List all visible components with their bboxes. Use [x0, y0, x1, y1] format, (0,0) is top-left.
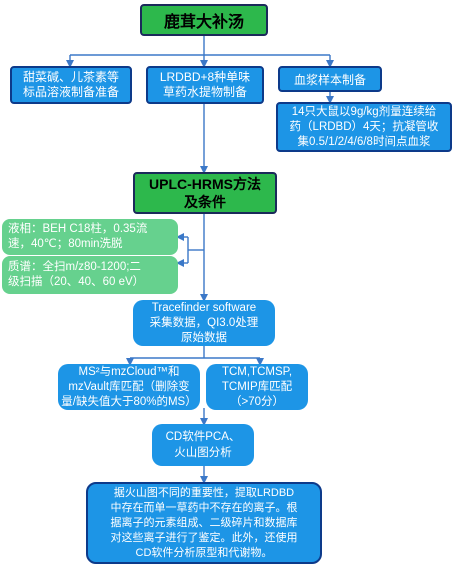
analysis-label: CD软件PCA、 火山图分析: [165, 431, 241, 459]
conclusion-label: 据火山图不同的重要性，提取LRDBD 中存在而单一草药中不存在的离子。根 据离子…: [110, 486, 298, 559]
liquid-phase-label: 液相：BEH C18柱，0.35流 速，40℃；80min洗脱: [8, 223, 148, 250]
conclusion-box: 据火山图不同的重要性，提取LRDBD 中存在而单一草药中不存在的离子。根 据离子…: [86, 482, 322, 564]
standard-prep-label: 甜菜碱、儿茶素等 标品溶液制备准备: [22, 70, 119, 99]
plasma-prep-label: 血浆样本制备: [293, 72, 366, 87]
herb-prep-box: LRDBD+8种单味 草药水提物制备: [146, 66, 264, 104]
data-collection-label: Tracefinder software 采集数据，QI3.0处理 原始数据: [149, 301, 259, 344]
plasma-detail-label: 14只大鼠以9g/kg剂量连续给 药（LRDBD）4天；抗凝管收 集0.5/1/…: [289, 105, 439, 148]
tcm-match-label: TCM,TCMSP, TCMIP库匹配 （>70分）: [221, 365, 293, 408]
herb-prep-label: LRDBD+8种单味 草药水提物制备: [159, 70, 251, 99]
method-label: UPLC-HRMS方法 及条件: [149, 176, 261, 210]
ms-match-label: MS²与mzCloud™和 mzVault库匹配（删除变 量/缺失值大于80%的…: [61, 365, 197, 408]
liquid-phase-box: 液相：BEH C18柱，0.35流 速，40℃；80min洗脱: [2, 219, 178, 255]
method-box: UPLC-HRMS方法 及条件: [133, 172, 277, 214]
analysis-box: CD软件PCA、 火山图分析: [152, 424, 254, 466]
data-collection-box: Tracefinder software 采集数据，QI3.0处理 原始数据: [133, 300, 275, 346]
plasma-prep-box: 血浆样本制备: [278, 66, 382, 92]
mass-spec-label: 质谱：全扫m/z80-1200;二 级扫描（20、40、60 eV）: [8, 261, 145, 288]
title-box: 鹿茸大补汤: [140, 4, 268, 36]
standard-prep-box: 甜菜碱、儿茶素等 标品溶液制备准备: [10, 66, 132, 104]
tcm-match-box: TCM,TCMSP, TCMIP库匹配 （>70分）: [206, 364, 308, 410]
ms-match-box: MS²与mzCloud™和 mzVault库匹配（删除变 量/缺失值大于80%的…: [58, 364, 200, 410]
mass-spec-box: 质谱：全扫m/z80-1200;二 级扫描（20、40、60 eV）: [2, 256, 178, 294]
title-label: 鹿茸大补汤: [163, 14, 244, 31]
plasma-detail-box: 14只大鼠以9g/kg剂量连续给 药（LRDBD）4天；抗凝管收 集0.5/1/…: [276, 102, 452, 152]
